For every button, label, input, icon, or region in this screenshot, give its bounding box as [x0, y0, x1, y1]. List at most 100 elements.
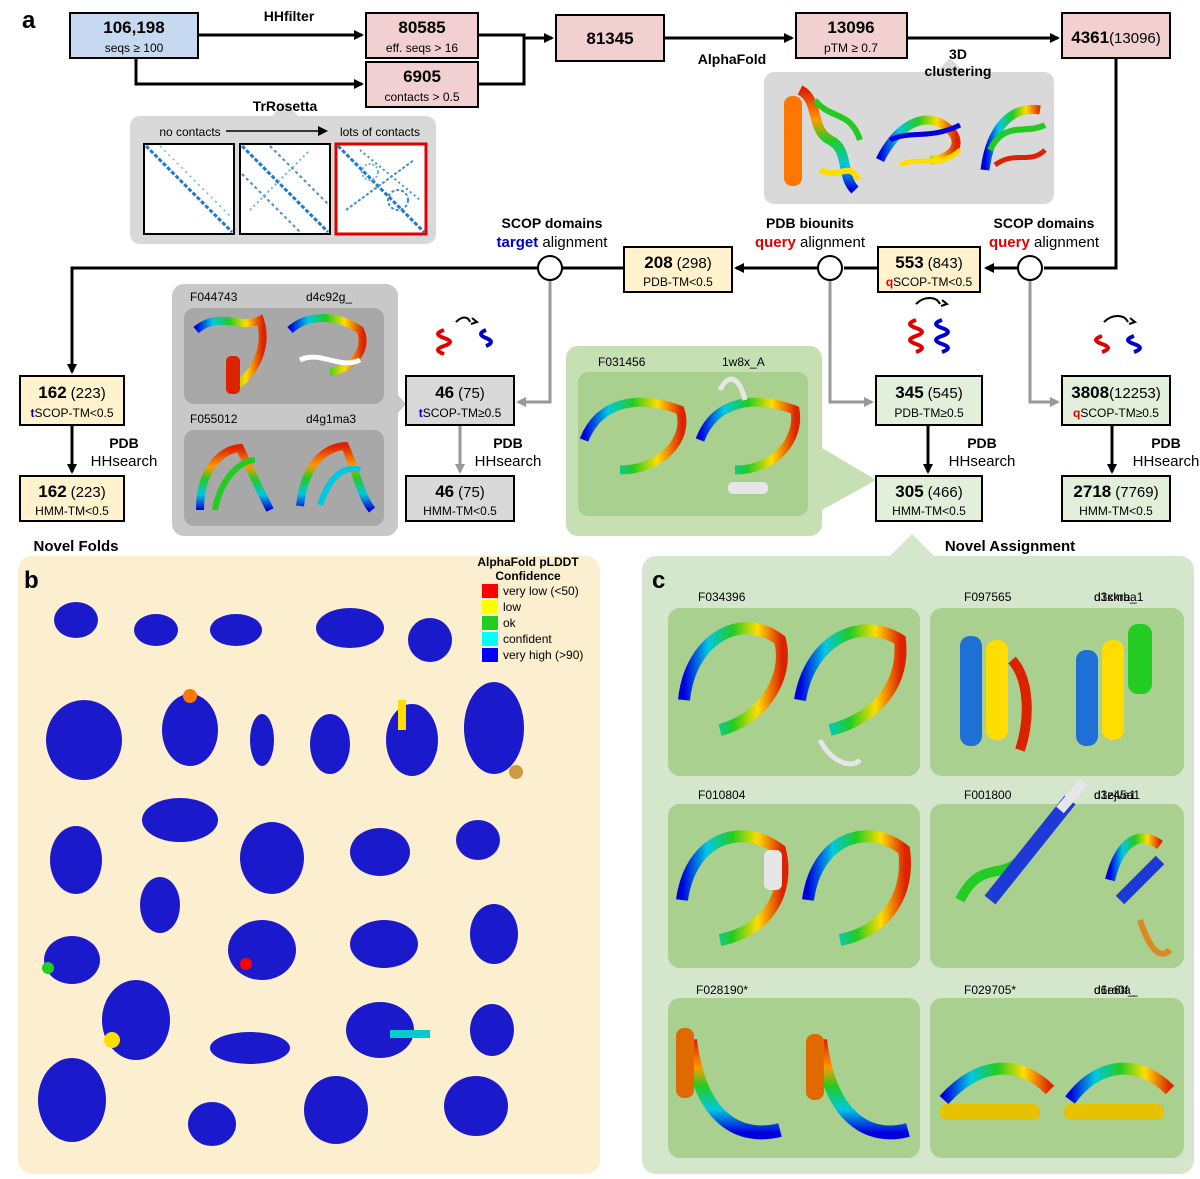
alignment-glyph-target: [436, 316, 493, 356]
label-clustering: clustering: [925, 63, 992, 79]
label-no-contacts: no contacts: [159, 125, 220, 139]
panel-b-structures: [38, 602, 524, 1146]
label-scop-domains-query: SCOP domains: [994, 215, 1095, 231]
legend-swatch: [482, 632, 498, 646]
label-pdb-2: PDB: [493, 435, 523, 451]
node-2718: 2718(7769) HMM-TM<0.5: [1061, 475, 1171, 522]
label-hhsearch-3: HHsearch: [949, 453, 1016, 470]
svg-text:HMM-TM<0.5: HMM-TM<0.5: [35, 504, 109, 518]
label-trrosetta: TrRosetta: [253, 98, 318, 114]
node-merged: 81345: [555, 14, 665, 62]
node-seqs: 106,198 seqs ≥ 100: [69, 12, 199, 59]
node-553: 553(843) qSCOP-TM<0.5: [877, 246, 981, 293]
cluster-structure-1: [784, 85, 863, 194]
svg-text:2718(7769): 2718(7769): [1073, 482, 1158, 501]
svg-text:tSCOP-TM≥0.5: tSCOP-TM≥0.5: [419, 406, 502, 420]
panel-a-letter: a: [22, 7, 36, 34]
example-3-frame: [578, 372, 808, 516]
svg-text:HMM-TM<0.5: HMM-TM<0.5: [423, 504, 497, 518]
panel-c-structures: [676, 622, 1175, 1140]
node-208: 208(298) PDB-TM<0.5: [623, 246, 733, 293]
panel-c-letter: c: [652, 567, 665, 594]
svg-text:80585: 80585: [398, 18, 445, 37]
label-alphafold: AlphaFold: [698, 51, 766, 67]
svg-text:162(223): 162(223): [38, 383, 105, 402]
label-pdb-query-alignment: query alignment: [755, 234, 866, 251]
svg-text:HMM-TM<0.5: HMM-TM<0.5: [892, 504, 966, 518]
trrosetta-panel-notch: [272, 102, 298, 116]
label-lots-of-contacts: lots of contacts: [340, 125, 420, 139]
label-hhfilter: HHfilter: [264, 8, 315, 24]
legend-swatch: [482, 600, 498, 614]
edges: [67, 30, 1118, 474]
node-eff-seqs: 80585 eff. seqs > 16: [365, 12, 479, 59]
node-ptm: 13096 pTM ≥ 0.7: [795, 12, 908, 59]
alignment-glyph-query: [1094, 315, 1142, 354]
label-novel-folds: Novel Folds: [33, 538, 118, 555]
pair-5-left-label: F028190*: [696, 983, 748, 997]
pair-6-left-label: F029705*: [964, 983, 1016, 997]
contact-map-sparse: [143, 143, 235, 235]
pair-4-left-label: F001800: [964, 788, 1012, 802]
svg-text:6905: 6905: [403, 67, 441, 86]
alignment-glyph-pdb: [908, 297, 950, 354]
label-pdb-4: PDB: [1151, 435, 1181, 451]
node-clusters: 4361(13096): [1061, 12, 1171, 59]
legend-swatch: [482, 616, 498, 630]
svg-text:PDB-TM≥0.5: PDB-TM≥0.5: [894, 406, 964, 420]
legend-swatch: [482, 648, 498, 662]
example-3-right-label: 1w8x_A: [722, 355, 765, 369]
example-1-left-label: F044743: [190, 290, 238, 304]
panel-c-notch: [890, 534, 934, 556]
legend-label: low: [503, 600, 521, 614]
svg-text:pTM ≥ 0.7: pTM ≥ 0.7: [824, 41, 878, 55]
svg-text:46(75): 46(75): [435, 383, 485, 402]
svg-text:81345: 81345: [586, 29, 633, 48]
branch-circle-pdb-query: [817, 255, 843, 281]
svg-text:qSCOP-TM≥0.5: qSCOP-TM≥0.5: [1073, 406, 1159, 420]
svg-text:46(75): 46(75): [435, 482, 485, 501]
label-hhsearch-4: HHsearch: [1133, 453, 1200, 470]
legend-label: very high (>90): [503, 648, 583, 662]
legend-title-1: AlphaFold pLDDT: [477, 555, 579, 569]
svg-text:553(843): 553(843): [895, 253, 962, 272]
node-contacts: 6905 contacts > 0.5: [365, 61, 479, 108]
example-1-structure: [193, 314, 367, 394]
node-345: 345(545) PDB-TM≥0.5: [875, 375, 983, 426]
svg-text:contacts > 0.5: contacts > 0.5: [384, 90, 459, 104]
legend-label: very low (<50): [503, 584, 579, 598]
node-46-tscop: 46(75) tSCOP-TM≥0.5: [405, 375, 515, 426]
svg-text:208(298): 208(298): [644, 253, 711, 272]
contact-map-dense: [334, 142, 428, 236]
example-3-structure: [579, 376, 801, 494]
pair-5-right-label: d1e6ta_: [1094, 983, 1138, 997]
svg-text:HMM-TM<0.5: HMM-TM<0.5: [1079, 504, 1153, 518]
label-3d: 3D: [949, 46, 967, 62]
clustering-panel-notch: [936, 58, 964, 72]
gray-edges: [455, 281, 1060, 474]
svg-text:qSCOP-TM<0.5: qSCOP-TM<0.5: [886, 275, 973, 289]
cluster-structure-3: [980, 104, 1047, 171]
legend-title-2: Confidence: [495, 569, 561, 583]
label-target-alignment: target alignment: [497, 234, 609, 251]
branch-circle-scop-target: [537, 255, 563, 281]
svg-text:162(223): 162(223): [38, 482, 105, 501]
example-2-frame: [184, 430, 384, 526]
example-2-left-label: F055012: [190, 412, 238, 426]
panel-b-letter: b: [24, 567, 39, 594]
node-162-hmm: 162(223) HMM-TM<0.5: [19, 475, 125, 522]
pair-3-left-label: F010804: [698, 788, 746, 802]
example-panel-gray-notch: [398, 395, 406, 413]
svg-text:4361(13096): 4361(13096): [1071, 28, 1161, 47]
label-hhsearch-1: HHsearch: [91, 453, 158, 470]
contact-map-medium: [239, 143, 331, 235]
example-2-structure: [196, 441, 376, 513]
svg-text:3808(12253): 3808(12253): [1071, 383, 1161, 402]
pair-1-right-label: d3cmba1: [1094, 590, 1144, 604]
label-scop-query-alignment: query alignment: [989, 234, 1100, 251]
node-3808: 3808(12253) qSCOP-TM≥0.5: [1061, 375, 1171, 426]
pair-1-left-label: F034396: [698, 590, 746, 604]
example-3-left-label: F031456: [598, 355, 646, 369]
